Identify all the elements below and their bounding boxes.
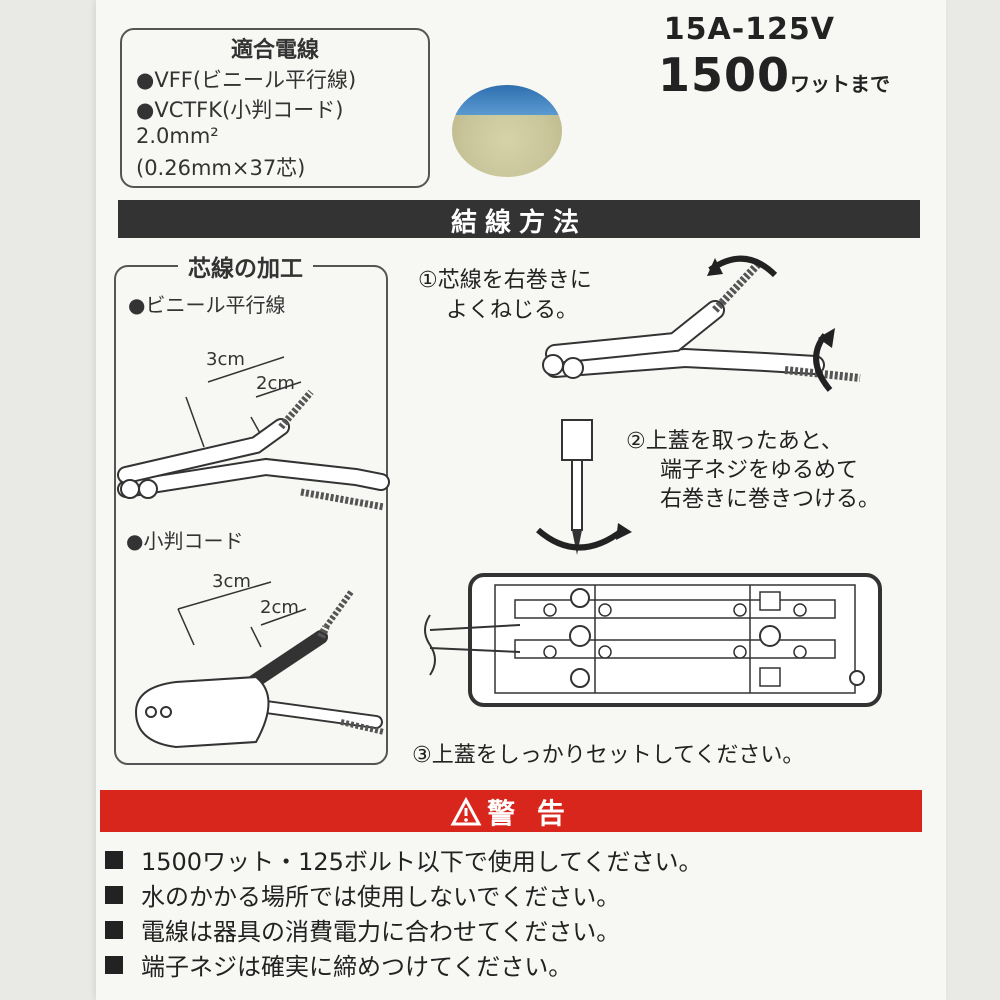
rating-watts: 1500ワットまで [658, 48, 890, 102]
warning-item-1-text: 1500ワット・125ボルト以下で使用してください。 [141, 848, 703, 876]
step1-line2: よくねじる。 [446, 298, 579, 323]
warning-item-1: 1500ワット・125ボルト以下で使用してください。 [105, 842, 702, 877]
compatible-wire-title: 適合電線 [230, 38, 319, 63]
rating-amp-volt: 15A-125V [663, 12, 835, 47]
bullet-square-icon [105, 921, 123, 939]
hanging-hole [452, 85, 562, 177]
bullet-square-icon [105, 851, 123, 869]
warning-title: 警 告 [487, 797, 571, 830]
spec-line-vff: ●VFF(ビニール平行線) [136, 68, 357, 92]
warning-item-3: 電線は器具の消費電力に合わせてください。 [105, 912, 620, 947]
warning-item-3-text: 電線は器具の消費電力に合わせてください。 [141, 918, 621, 946]
wire-type-oval: ●小判コード [126, 529, 244, 553]
warning-item-4-text: 端子ネジは確実に締めつけてください。 [141, 953, 573, 981]
spec-line-strands: (0.26mm×37芯) [136, 156, 306, 180]
core-processing-title: 芯線の加工 [178, 249, 313, 283]
warning-triangle-icon [450, 796, 482, 826]
spec-line-vctfk: ●VCTFK(小判コード) [136, 98, 344, 122]
warning-item-2-text: 水のかかる場所では使用しないでください。 [141, 883, 621, 911]
wiring-method-header: 結線方法 [118, 200, 920, 238]
step2-line2: 端子ネジをゆるめて [660, 458, 859, 483]
compatible-wire-box: 適合電線 ●VFF(ビニール平行線) ●VCTFK(小判コード) 2.0mm² … [120, 28, 430, 188]
wiring-method-title: 結線方法 [450, 208, 587, 238]
watts-number: 1500 [657, 48, 790, 102]
warning-item-4: 端子ネジは確実に締めつけてください。 [105, 947, 572, 982]
oval-cord-illustration [134, 581, 385, 749]
watts-suffix: ワットまで [790, 72, 890, 96]
core-processing-box: 芯線の加工 ●ビニール平行線 ●小判コード 3cm 2cm 3cm 2cm [114, 249, 390, 765]
terminal-block-illustration [424, 573, 882, 707]
wire-type-parallel: ●ビニール平行線 [128, 293, 286, 317]
dim-3cm-b: 3cm [212, 571, 251, 592]
twist-wires-illustration [542, 255, 861, 392]
step3: ③上蓋をしっかりセットしてください。 [412, 743, 805, 768]
step1-line1: ①芯線を右巻きに [418, 268, 592, 293]
dim-3cm-a: 3cm [206, 349, 245, 370]
dim-2cm-a: 2cm [256, 373, 295, 394]
step2-line3: 右巻きに巻きつける。 [660, 487, 881, 512]
dim-2cm-b: 2cm [260, 597, 299, 618]
warning-item-2: 水のかかる場所では使用しないでください。 [105, 877, 620, 912]
parallel-wire-illustration [117, 356, 390, 511]
warning-title-wrap: 警 告 [100, 792, 922, 832]
warning-header: 警 告 [100, 790, 922, 832]
step2-line1: ②上蓋を取ったあと、 [626, 429, 843, 454]
bullet-square-icon [105, 886, 123, 904]
bullet-square-icon [105, 956, 123, 974]
screwdriver-illustration [536, 419, 632, 555]
spec-line-size: 2.0mm² [136, 124, 219, 148]
